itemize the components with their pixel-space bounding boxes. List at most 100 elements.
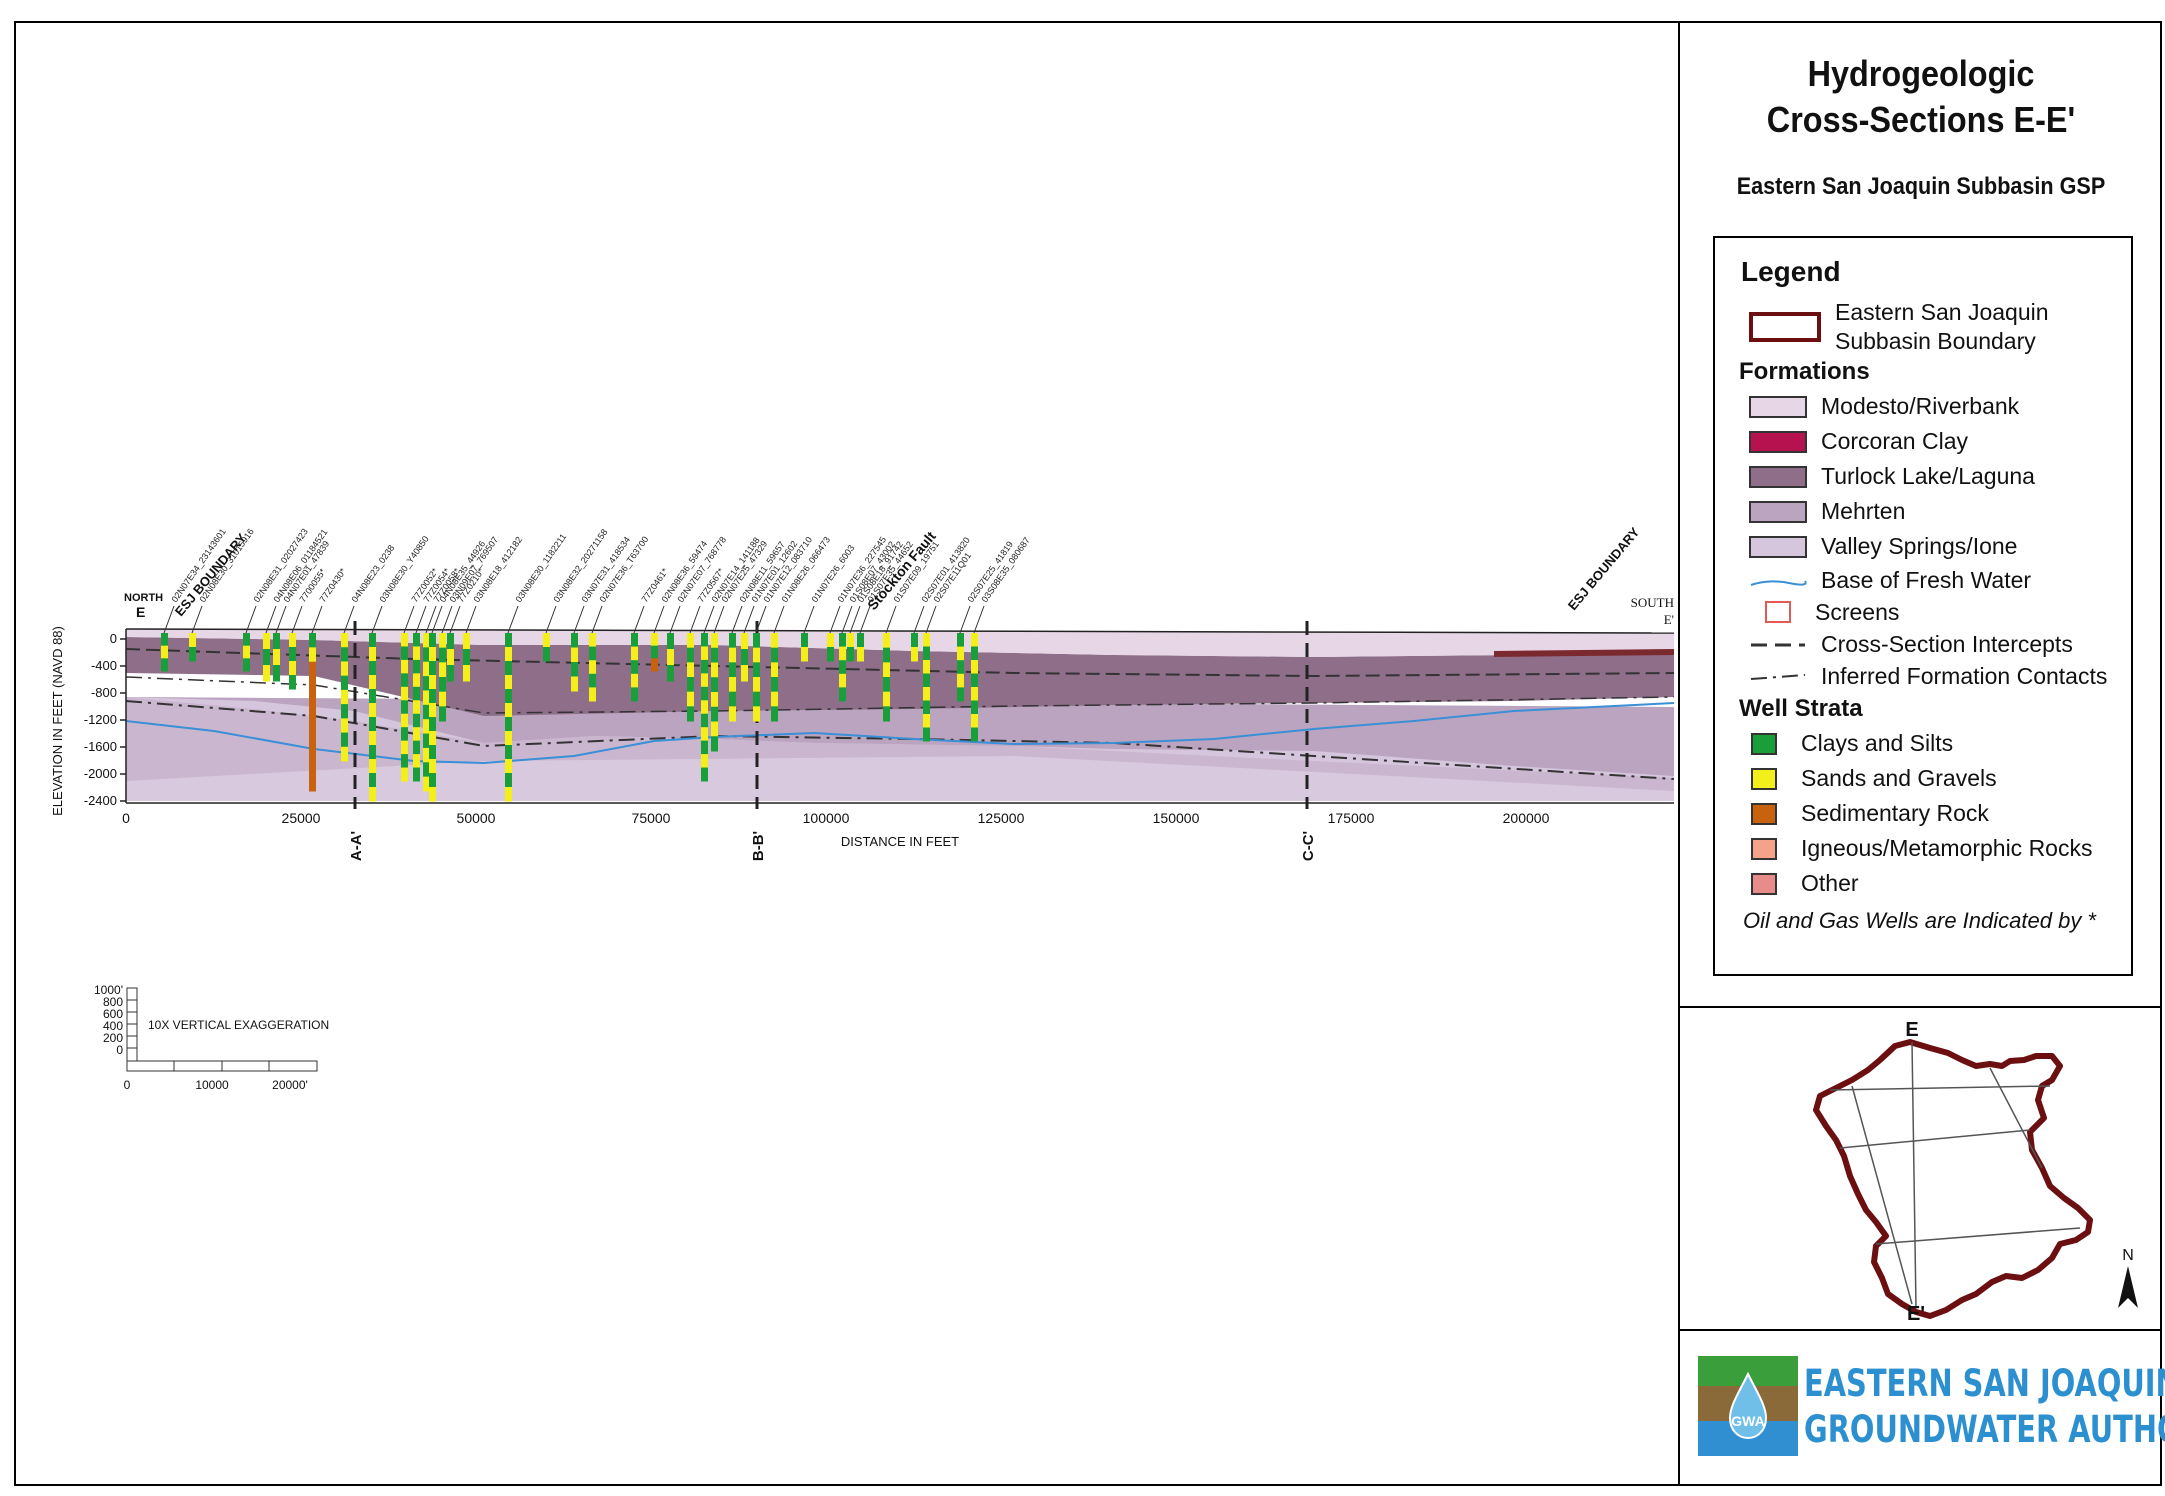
well-segment — [687, 633, 694, 649]
well-segment — [729, 706, 736, 722]
strata-label-0: Clays and Silts — [1801, 730, 1954, 756]
formation-layers — [126, 629, 1674, 801]
well-segment — [971, 633, 978, 647]
side-panel: Hydrogeologic Cross-Sections E-E' Easter… — [1678, 21, 2165, 1486]
well-segment — [401, 673, 408, 688]
well-segment — [971, 727, 978, 742]
axes — [120, 629, 1674, 804]
well-segment — [971, 646, 978, 661]
oil-gas-note: Oil and Gas Wells are Indicated by * — [1743, 908, 2096, 933]
well-leader-line — [689, 605, 701, 634]
scale-v-tick-5: 0 — [116, 1043, 123, 1057]
well-segment — [667, 633, 674, 650]
well-segment — [971, 673, 978, 688]
well-segment — [341, 675, 348, 691]
well-segment — [423, 647, 430, 663]
well-segment — [701, 659, 708, 674]
legend-strata-3: Igneous/Metamorphic Rocks — [1749, 834, 2115, 863]
swatch-turlock — [1749, 465, 1807, 488]
xtick-6: 150000 — [1153, 810, 1200, 826]
well-segment — [923, 660, 930, 674]
well-segment — [161, 645, 168, 659]
well-segment — [423, 762, 430, 778]
well-segment — [847, 633, 854, 648]
cross-section-panel: 0 -400 -800 -1200 -1600 -2000 -2400 0 25… — [14, 21, 1678, 1486]
well-leader-line — [275, 605, 287, 634]
well-segment — [711, 633, 718, 649]
well-segment — [923, 727, 930, 742]
well-segment — [753, 691, 760, 707]
north-letter: E — [136, 604, 145, 620]
well-segment — [883, 662, 890, 678]
scale-h-tick-2: 20000' — [272, 1078, 308, 1092]
scale-h-tick-1: 10000 — [195, 1078, 229, 1092]
legend-formation-4: Valley Springs/Ione — [1749, 532, 2115, 561]
well-segment — [463, 633, 470, 650]
well-segment — [701, 727, 708, 742]
well-segment — [589, 673, 596, 688]
well-segment — [369, 717, 376, 732]
legend-formation-0: Modesto/Riverbank — [1749, 392, 2115, 421]
well-segment — [651, 645, 658, 659]
well-segment — [729, 662, 736, 678]
well-segment — [439, 633, 446, 649]
well-leader-line — [885, 605, 897, 634]
well-leader-line — [959, 605, 971, 634]
well-leader-line — [713, 605, 725, 634]
well-segment — [753, 677, 760, 693]
well-leader-line — [829, 605, 841, 634]
well-segment — [883, 691, 890, 707]
ytick-5: -2000 — [84, 766, 117, 781]
well-segment — [771, 633, 778, 649]
well-leader-line — [755, 605, 767, 634]
well-segment — [631, 673, 638, 688]
scale-v-tick-4: 200 — [103, 1031, 123, 1045]
xtick-2: 50000 — [457, 810, 496, 826]
well-leader-line — [465, 605, 477, 634]
well-segment — [505, 675, 512, 690]
intercept-label-c: C-C' — [1300, 831, 1317, 861]
intercept-label-b: B-B' — [750, 831, 767, 861]
well-segment — [711, 736, 718, 752]
line-label-2: Cross-Section Intercepts — [1821, 630, 2073, 657]
swatch-sands — [1751, 767, 1777, 790]
well-segment — [423, 747, 430, 763]
subbasin-boundary — [1813, 1039, 2093, 1319]
legend-formation-3: Mehrten — [1749, 497, 2115, 526]
legend-formation-1: Corcoran Clay — [1749, 427, 2115, 456]
well-segment — [957, 633, 964, 648]
ytick-4: -1600 — [84, 739, 117, 754]
well-segment — [309, 776, 316, 792]
well-segment — [729, 691, 736, 707]
contact-line-icon — [1750, 674, 1806, 680]
well-segment — [839, 646, 846, 661]
well-segment — [589, 646, 596, 661]
well-segment — [309, 747, 316, 763]
well-segment — [423, 661, 430, 677]
well-segment — [429, 717, 436, 732]
well-segment — [369, 633, 376, 648]
logo-line-1: EASTERN SAN JOAQUIN — [1804, 1362, 2165, 1405]
well-segment — [341, 689, 348, 705]
line-label-0: Base of Fresh Water — [1821, 566, 2032, 593]
well-segment — [413, 767, 420, 782]
well-segment — [243, 658, 250, 672]
well-leader-line — [591, 605, 603, 634]
well-segment — [369, 759, 376, 774]
well-segment — [309, 704, 316, 720]
well-segment — [505, 633, 512, 648]
x-axis-label: DISTANCE IN FEET — [841, 834, 959, 849]
well-segment — [571, 647, 578, 663]
well-segment — [369, 745, 376, 760]
well-segment — [701, 646, 708, 661]
line-label-1: Screens — [1815, 598, 1900, 625]
well-segment — [701, 673, 708, 688]
well-segment — [401, 646, 408, 661]
well-leader-line — [669, 605, 681, 634]
logo-line-2: GROUNDWATER AUTHORITY — [1804, 1408, 2165, 1451]
page-subtitle: Eastern San Joaquin Subbasin GSP — [1736, 173, 2106, 200]
formation-label-4: Valley Springs/Ione — [1821, 533, 2018, 559]
well-segment — [273, 665, 280, 682]
well-segment — [711, 647, 718, 663]
well-segment — [161, 658, 168, 672]
